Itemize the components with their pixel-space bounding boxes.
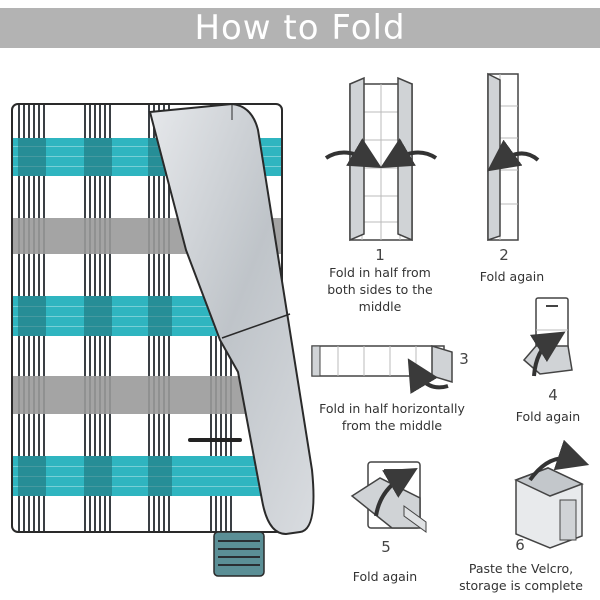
step-3-caption: Fold in half horizontally from the middl… bbox=[319, 401, 465, 433]
step-3-number: 3 bbox=[459, 350, 469, 368]
step-5-illustration bbox=[350, 461, 427, 533]
picnic-blanket-image bbox=[11, 102, 315, 577]
step-4-illustration bbox=[522, 297, 573, 377]
step-4-caption: Fold again bbox=[515, 409, 581, 424]
step-2-caption: Fold again bbox=[479, 269, 545, 284]
step-5-caption: Fold again bbox=[352, 569, 418, 584]
step-1-caption: Fold in half from both sides to the midd… bbox=[327, 265, 433, 314]
step-6-illustration bbox=[514, 439, 590, 549]
step-6-number: 6 bbox=[515, 536, 525, 554]
step-1-illustration bbox=[324, 76, 438, 242]
page-title: How to Fold bbox=[194, 8, 406, 48]
title-banner: How to Fold bbox=[0, 8, 600, 48]
step-6-caption: Paste the Velcro, storage is complete bbox=[459, 561, 583, 593]
step-2-illustration bbox=[487, 72, 540, 242]
step-3-illustration bbox=[311, 344, 453, 394]
step-4-number: 4 bbox=[548, 386, 558, 404]
step-1-number: 1 bbox=[375, 246, 385, 264]
step-5-number: 5 bbox=[381, 538, 391, 556]
step-2-number: 2 bbox=[499, 246, 509, 264]
